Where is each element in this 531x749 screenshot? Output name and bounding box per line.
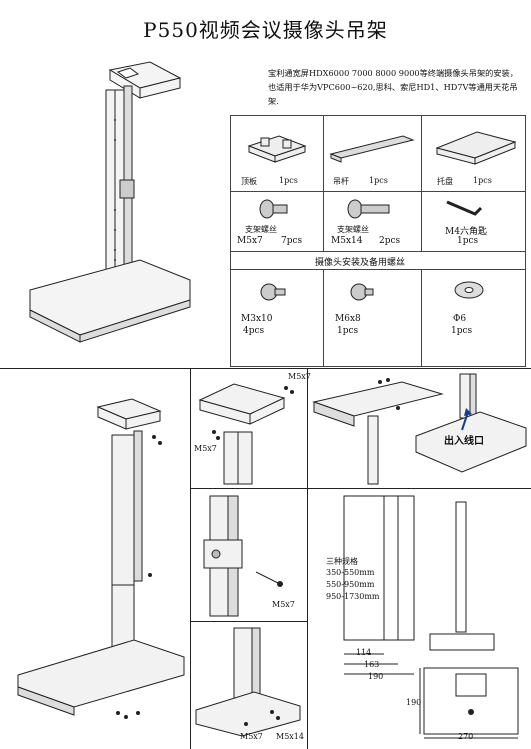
dimension-label: 190 [368,672,384,681]
washer-icon [454,281,484,299]
part-name: 托盘 [437,177,453,186]
part-cell [231,116,324,192]
product-description: 宝利通宽屏HDX6000 7000 8000 9000等终端摄像头吊架的安装，也… [268,68,518,106]
hex-key-icon [446,200,483,216]
part-cell [324,192,422,252]
spec-size: 950-1730mm [326,592,380,601]
part-cell [324,116,422,192]
screw-cell [231,270,324,366]
tray-attach-step-drawing [195,627,301,737]
part-spec: M5x14 [331,236,363,246]
section-divider [307,368,308,749]
callout-m5x7: M5x7 [288,372,311,381]
screw-qty: 4pcs [243,326,265,336]
top-plate-step-drawing [198,383,294,485]
screw-spec: M3x10 [241,314,273,324]
part-cell [422,192,525,252]
dimension-label: 190 [406,698,422,707]
part-cell [231,192,324,252]
section-divider [190,368,191,749]
part-qty: 1pcs [279,176,298,185]
spec-heading: 三种规格 [326,557,358,566]
section-divider [307,488,531,489]
part-qty: 1pcs [457,236,479,246]
spec-dimension-drawing [343,495,495,675]
washer-qty: 1pcs [451,326,473,336]
callout-m5x7: M5x7 [194,444,217,453]
assembled-mount-drawing [29,61,191,343]
screw-m6x8-icon [350,283,374,301]
cable-exit-drawing [312,373,527,485]
section-divider [190,488,307,489]
exploded-assembly-drawing [17,398,185,719]
section-divider [0,368,531,369]
tray-plan-view-drawing [419,667,519,739]
washer-spec: Φ6 [453,314,467,324]
screw-m5x14-icon [347,199,390,219]
dimension-label: 114 [356,648,372,657]
dimension-label: 270 [458,732,474,741]
drop-rod-icon [329,135,415,163]
spec-size: 350-550mm [326,568,375,577]
dimension-label: 163 [364,660,380,669]
callout-m5x14: M5x14 [276,732,304,741]
callout-m5x7: M5x7 [272,600,295,609]
part-spec: M5x7 [237,236,263,246]
callout-m5x7: M5x7 [240,732,263,741]
screw-spec: M6x8 [335,314,361,324]
part-qty: 2pcs [379,236,401,246]
tray-icon [435,131,517,165]
part-name: 吊杆 [333,177,349,186]
part-qty: 7pcs [281,236,303,246]
part-cell [422,116,525,192]
spec-size: 550-950mm [326,580,375,589]
part-qty: 1pcs [473,176,492,185]
screw-cell [324,270,422,366]
parts-list-table: 顶板 1pcs 吊杆 1pcs 托盘 1pcs 支架螺丝 M5x7 [230,115,526,367]
part-name: 支架螺丝 [245,225,277,234]
part-name: M4六角匙 [445,227,487,237]
screw-qty: 1pcs [337,326,359,336]
camera-screws-header-cell [231,252,525,270]
part-name: 顶板 [241,177,257,186]
part-name: 支架螺丝 [337,225,369,234]
part-qty: 1pcs [369,176,388,185]
section-divider [190,621,307,622]
page-title: P550视频会议摄像头吊架 [143,18,388,42]
screw-m3x10-icon [260,283,286,301]
camera-screws-header: 摄像头安装及备用螺丝 [315,258,406,268]
top-plate-icon [247,135,307,163]
rod-clamp-step-drawing [203,495,283,617]
screw-m5x7-icon [259,199,288,219]
cable-exit-label: 出入线口 [444,436,484,447]
